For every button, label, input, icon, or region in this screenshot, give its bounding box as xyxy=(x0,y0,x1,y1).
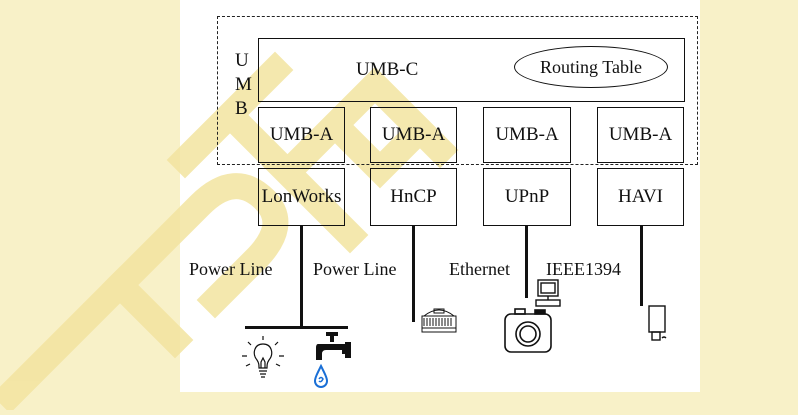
network-box-upnp: UPnP xyxy=(483,168,571,226)
umb-c-box: UMB-C xyxy=(258,38,685,102)
umb-a-label: UMB-A xyxy=(381,124,446,145)
routing-table-label: Routing Table xyxy=(540,56,642,77)
network-box-havi: HAVI xyxy=(597,168,684,226)
umb-c-label: UMB-C xyxy=(356,59,419,80)
network-label: HAVI xyxy=(617,186,664,207)
medium-label-havi: IEEE1394 xyxy=(546,259,621,279)
lightbulb-icon xyxy=(240,334,286,384)
cable-lonworks xyxy=(300,226,303,328)
computer-icon xyxy=(533,278,563,312)
medium-label-hncp: Power Line xyxy=(313,259,397,279)
medium-label-upnp: Ethernet xyxy=(449,259,510,279)
network-label: LonWorks xyxy=(261,186,342,207)
umb-a-label: UMB-A xyxy=(495,124,559,145)
camcorder-icon xyxy=(645,302,671,344)
umb-a-box-upnp: UMB-A xyxy=(483,107,571,163)
umb-a-box-hncp: UMB-A xyxy=(370,107,457,163)
umb-letter-b: B xyxy=(235,98,248,119)
cable-upnp xyxy=(525,226,528,298)
network-box-hncp: HnCP xyxy=(370,168,457,226)
umb-a-box-havi: UMB-A xyxy=(597,107,684,163)
umb-dashed-frame xyxy=(217,16,698,165)
camera-icon xyxy=(502,296,554,356)
umb-a-box-lonworks: UMB-A xyxy=(258,107,345,163)
umb-a-label: UMB-A xyxy=(269,124,334,145)
cable-hncp xyxy=(412,226,415,322)
rice-cooker-icon xyxy=(418,304,460,334)
umb-letter-u: U xyxy=(235,50,249,71)
umb-letter-m: M xyxy=(235,74,252,95)
water-tap-icon xyxy=(312,330,354,392)
network-box-lonworks: LonWorks xyxy=(258,168,345,226)
medium-label-lonworks: Power Line xyxy=(189,259,273,279)
cable-lonworks-branch xyxy=(245,326,348,329)
umb-a-label: UMB-A xyxy=(608,124,673,145)
network-label: HnCP xyxy=(390,186,437,207)
routing-table-ellipse: Routing Table xyxy=(514,46,668,88)
network-label: UPnP xyxy=(504,186,550,207)
cable-havi xyxy=(640,226,643,306)
